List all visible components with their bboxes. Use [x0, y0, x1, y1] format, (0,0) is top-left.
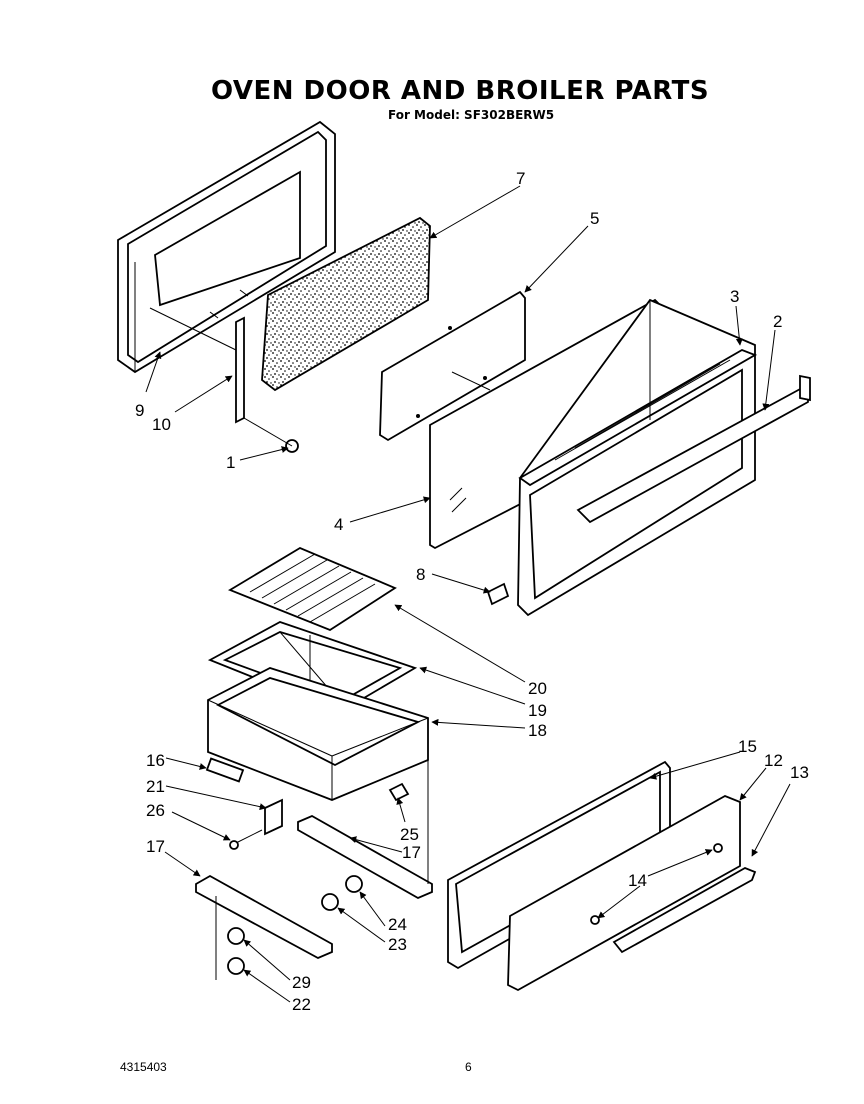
- document-number: 4315403: [120, 1060, 167, 1074]
- callout-19: 19: [528, 701, 547, 720]
- callout-29: 29: [292, 973, 311, 992]
- callout-25: 25: [400, 825, 419, 844]
- broiler-drawer: [207, 667, 429, 801]
- callout-20: 20: [528, 679, 547, 698]
- broiler-grid: [227, 546, 397, 632]
- callout-21: 21: [146, 777, 165, 796]
- latch-parts: [205, 757, 410, 850]
- model-subtitle: For Model: SF302BERW5: [388, 108, 555, 122]
- callout-labels: 7 5 3 2 9 10 1 4 8 20 19 18 16 21 26 17 …: [135, 169, 809, 1014]
- callout-7: 7: [516, 169, 525, 188]
- drawer-rails: [195, 740, 433, 980]
- door-insulation: [261, 216, 431, 392]
- callout-8: 8: [416, 565, 425, 584]
- callout-18: 18: [528, 721, 547, 740]
- callout-2: 2: [773, 312, 782, 331]
- callout-15: 15: [738, 737, 757, 756]
- page-title: OVEN DOOR AND BROILER PARTS: [210, 76, 710, 106]
- callout-17-left: 17: [146, 837, 165, 856]
- leader-lines: [145, 185, 791, 1003]
- page-number: 6: [465, 1060, 472, 1074]
- callout-4: 4: [334, 515, 343, 534]
- broiler-door-outer: [507, 795, 757, 992]
- door-handle: [576, 374, 811, 524]
- callout-24: 24: [388, 915, 407, 934]
- callout-13: 13: [790, 763, 809, 782]
- inner-door-panel: [117, 120, 336, 374]
- callout-12: 12: [764, 751, 783, 770]
- callout-10: 10: [152, 415, 171, 434]
- callout-1: 1: [226, 453, 235, 472]
- callout-9: 9: [135, 401, 144, 420]
- callout-16: 16: [146, 751, 165, 770]
- callout-26: 26: [146, 801, 165, 820]
- door-bracket: [149, 307, 299, 453]
- callout-17-right: 17: [402, 843, 421, 862]
- callout-23: 23: [388, 935, 407, 954]
- callout-22: 22: [292, 995, 311, 1014]
- callout-14: 14: [628, 871, 647, 890]
- callout-5: 5: [590, 209, 599, 228]
- door-hinge: [486, 582, 510, 606]
- callout-3: 3: [730, 287, 739, 306]
- glass-retainer: [379, 290, 526, 442]
- rollers: [227, 875, 363, 975]
- outer-oven-door: [517, 298, 758, 617]
